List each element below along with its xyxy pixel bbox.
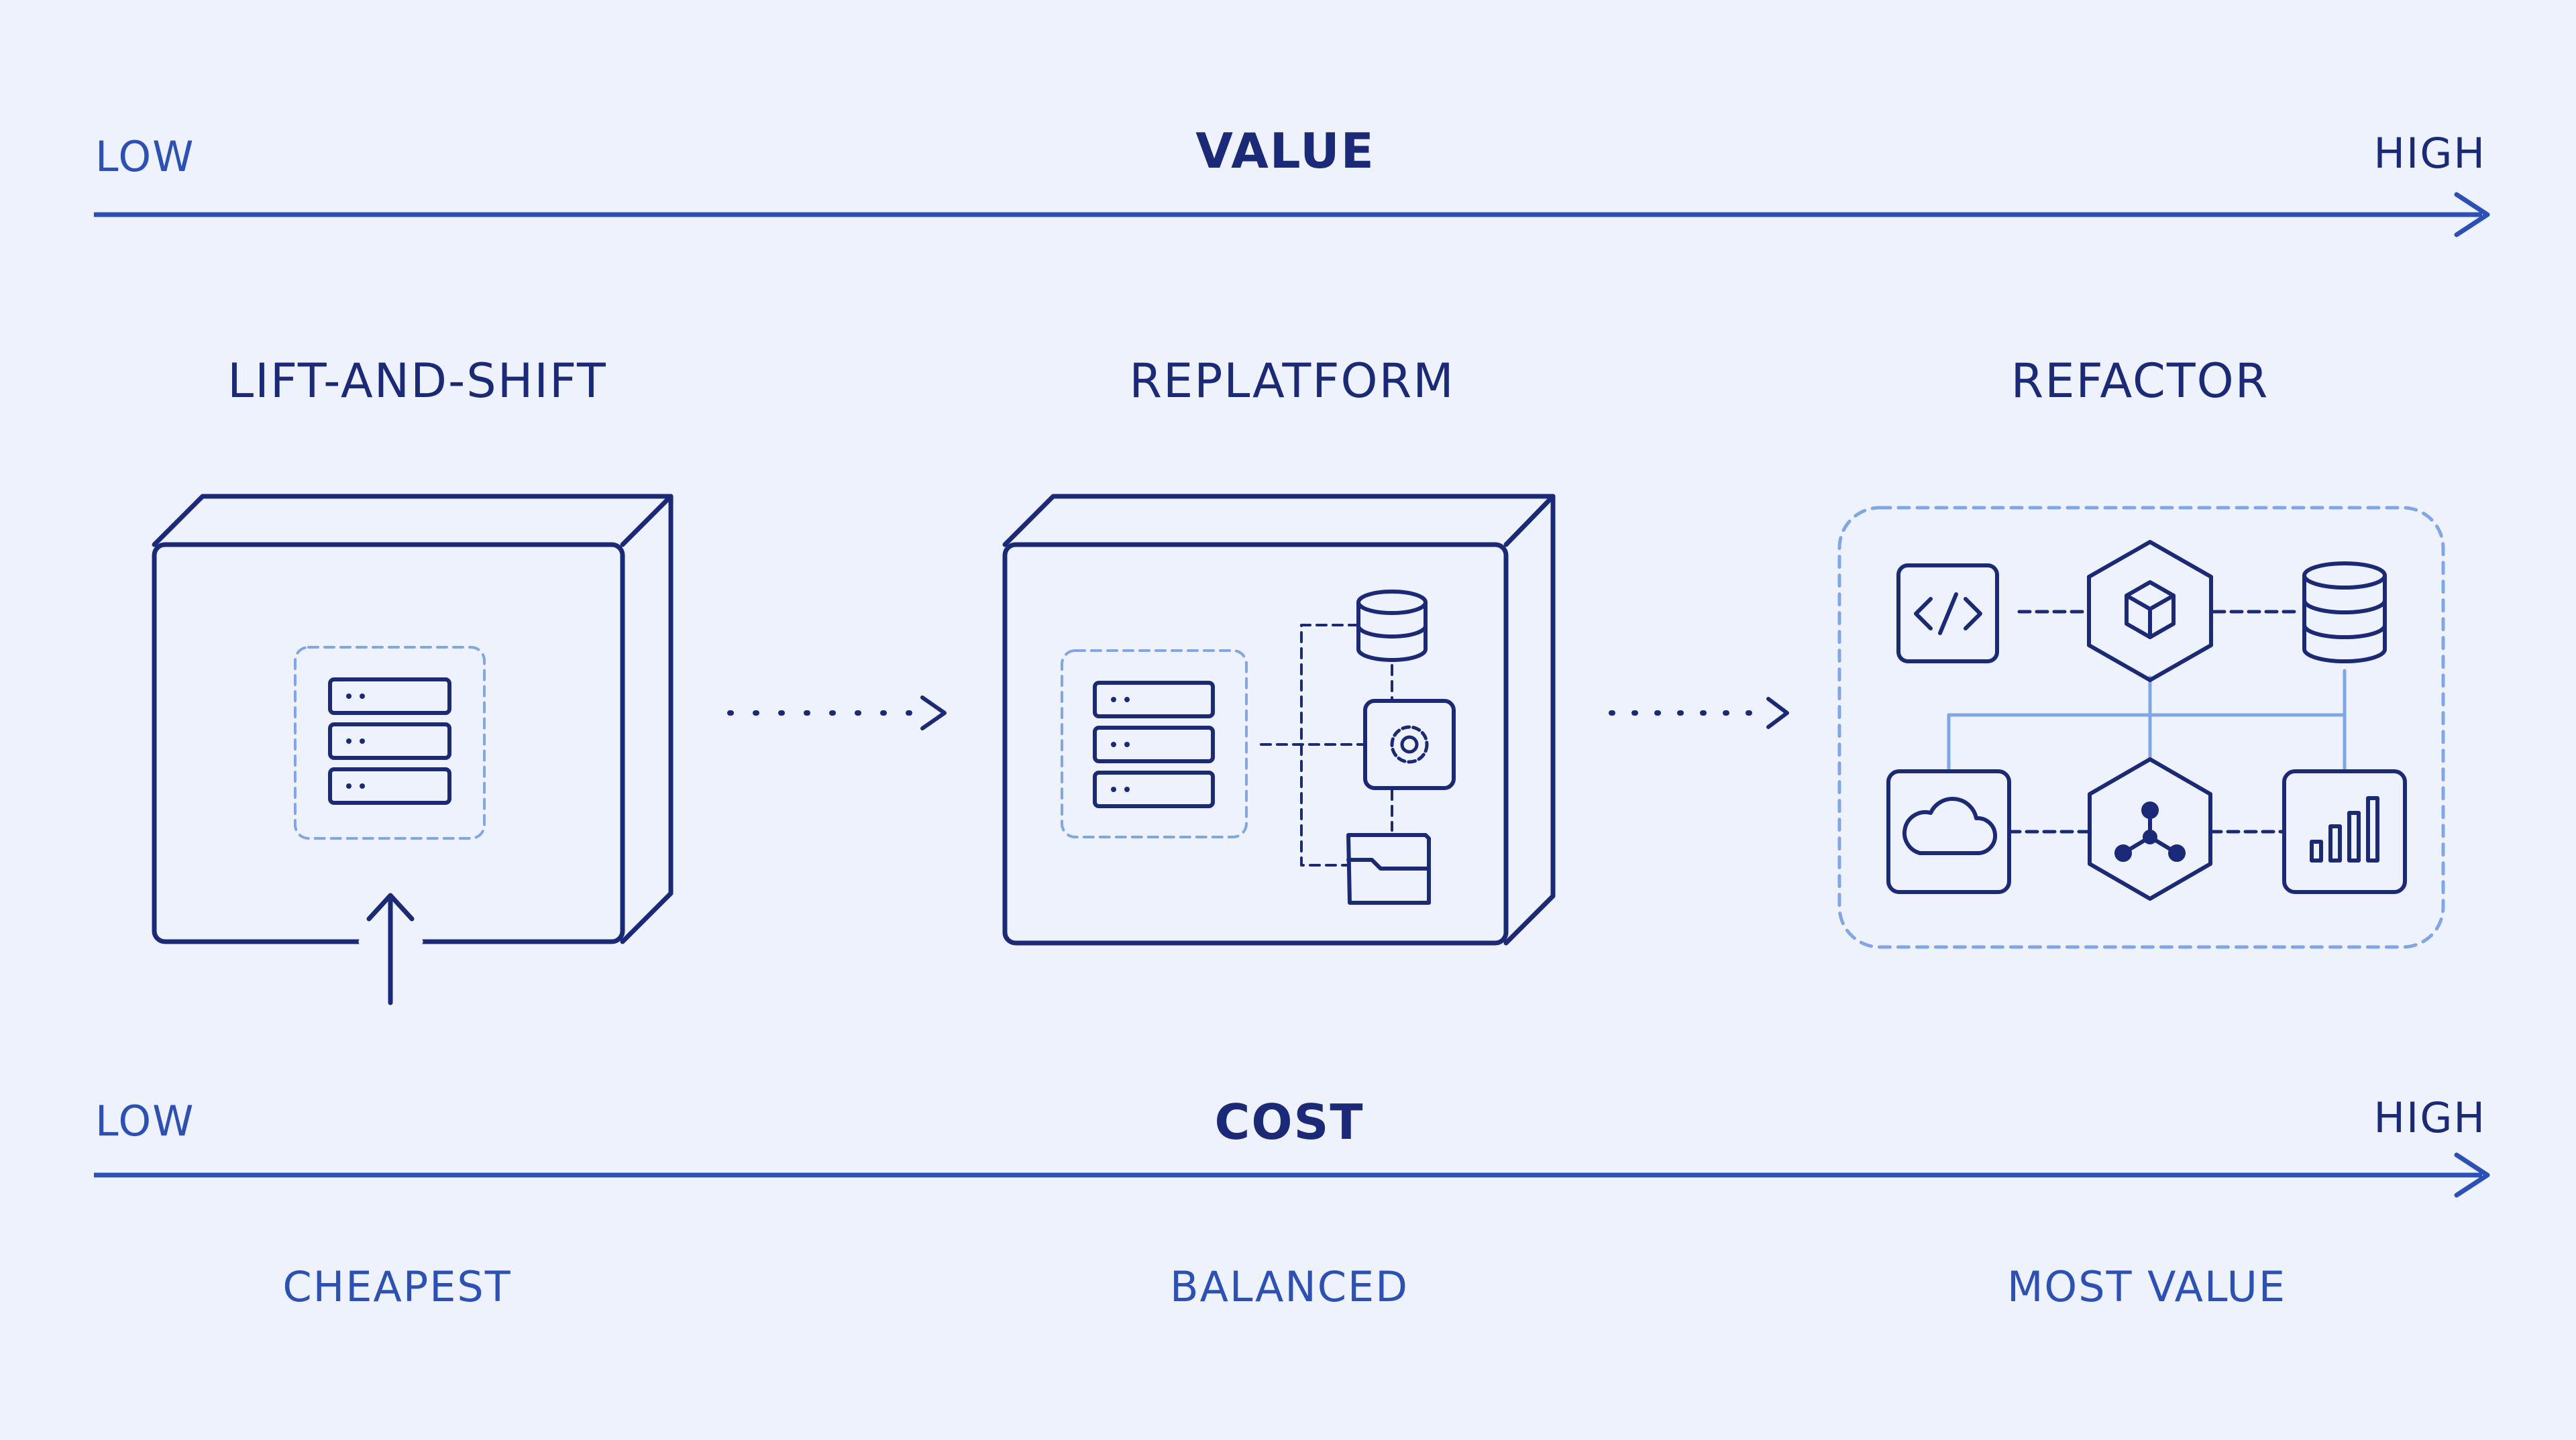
code-icon: [1896, 563, 1999, 663]
service-links: [2007, 610, 2303, 834]
service-bus: [1947, 669, 2347, 773]
caption-cheapest: CHEAPEST: [282, 1262, 511, 1311]
database-icon: [1356, 590, 1428, 662]
box-depth-edge: [1503, 494, 1556, 547]
value-axis: LOW VALUE HIGH: [94, 123, 2490, 237]
value-axis-title: VALUE: [1195, 123, 1375, 179]
cost-axis-title: COST: [1214, 1094, 1364, 1150]
box-front: [152, 542, 625, 944]
strategy-title-replatform: REPLATFORM: [1129, 353, 1454, 408]
transition-arrow-1: [727, 696, 947, 730]
box-front: [1002, 542, 1509, 946]
folder-icon: [1346, 833, 1431, 905]
strategy-title-refactor: REFACTOR: [2011, 353, 2269, 408]
gear-icon: [1363, 699, 1456, 790]
server-container: [294, 646, 486, 840]
cost-axis-low-label: LOW: [95, 1097, 195, 1146]
bar-chart-icon: [2282, 769, 2407, 894]
server-container: [1061, 649, 1248, 838]
value-axis-low-label: LOW: [95, 132, 195, 181]
refactor-block: [1837, 506, 2445, 949]
cloud-icon: [1886, 769, 2011, 894]
server-rack-icon: [328, 677, 451, 805]
replatform-block: [1002, 494, 1556, 946]
box-depth-edge: [620, 494, 674, 547]
up-arrow-icon: [366, 893, 415, 1005]
microservices-container: [1837, 506, 2445, 949]
value-axis-high-label: HIGH: [2373, 129, 2486, 178]
network-hub-icon: [2088, 757, 2212, 901]
cost-axis-high-label: HIGH: [2373, 1093, 2486, 1142]
cube-icon: [2087, 540, 2213, 682]
caption-balanced: BALANCED: [1170, 1262, 1409, 1311]
caption-most-value: MOST VALUE: [2007, 1262, 2286, 1311]
strategy-title-lift-and-shift: LIFT-AND-SHIFT: [227, 353, 607, 408]
transition-arrow-2: [1609, 697, 1789, 729]
lift-and-shift-block: [152, 494, 674, 1005]
server-rack-icon: [1093, 681, 1215, 808]
database-icon: [2302, 561, 2387, 663]
value-axis-arrowhead: [2454, 192, 2490, 237]
service-connectors: [1260, 624, 1393, 867]
cost-axis: LOW COST HIGH: [94, 1093, 2490, 1198]
cost-axis-arrowhead: [2454, 1152, 2490, 1198]
